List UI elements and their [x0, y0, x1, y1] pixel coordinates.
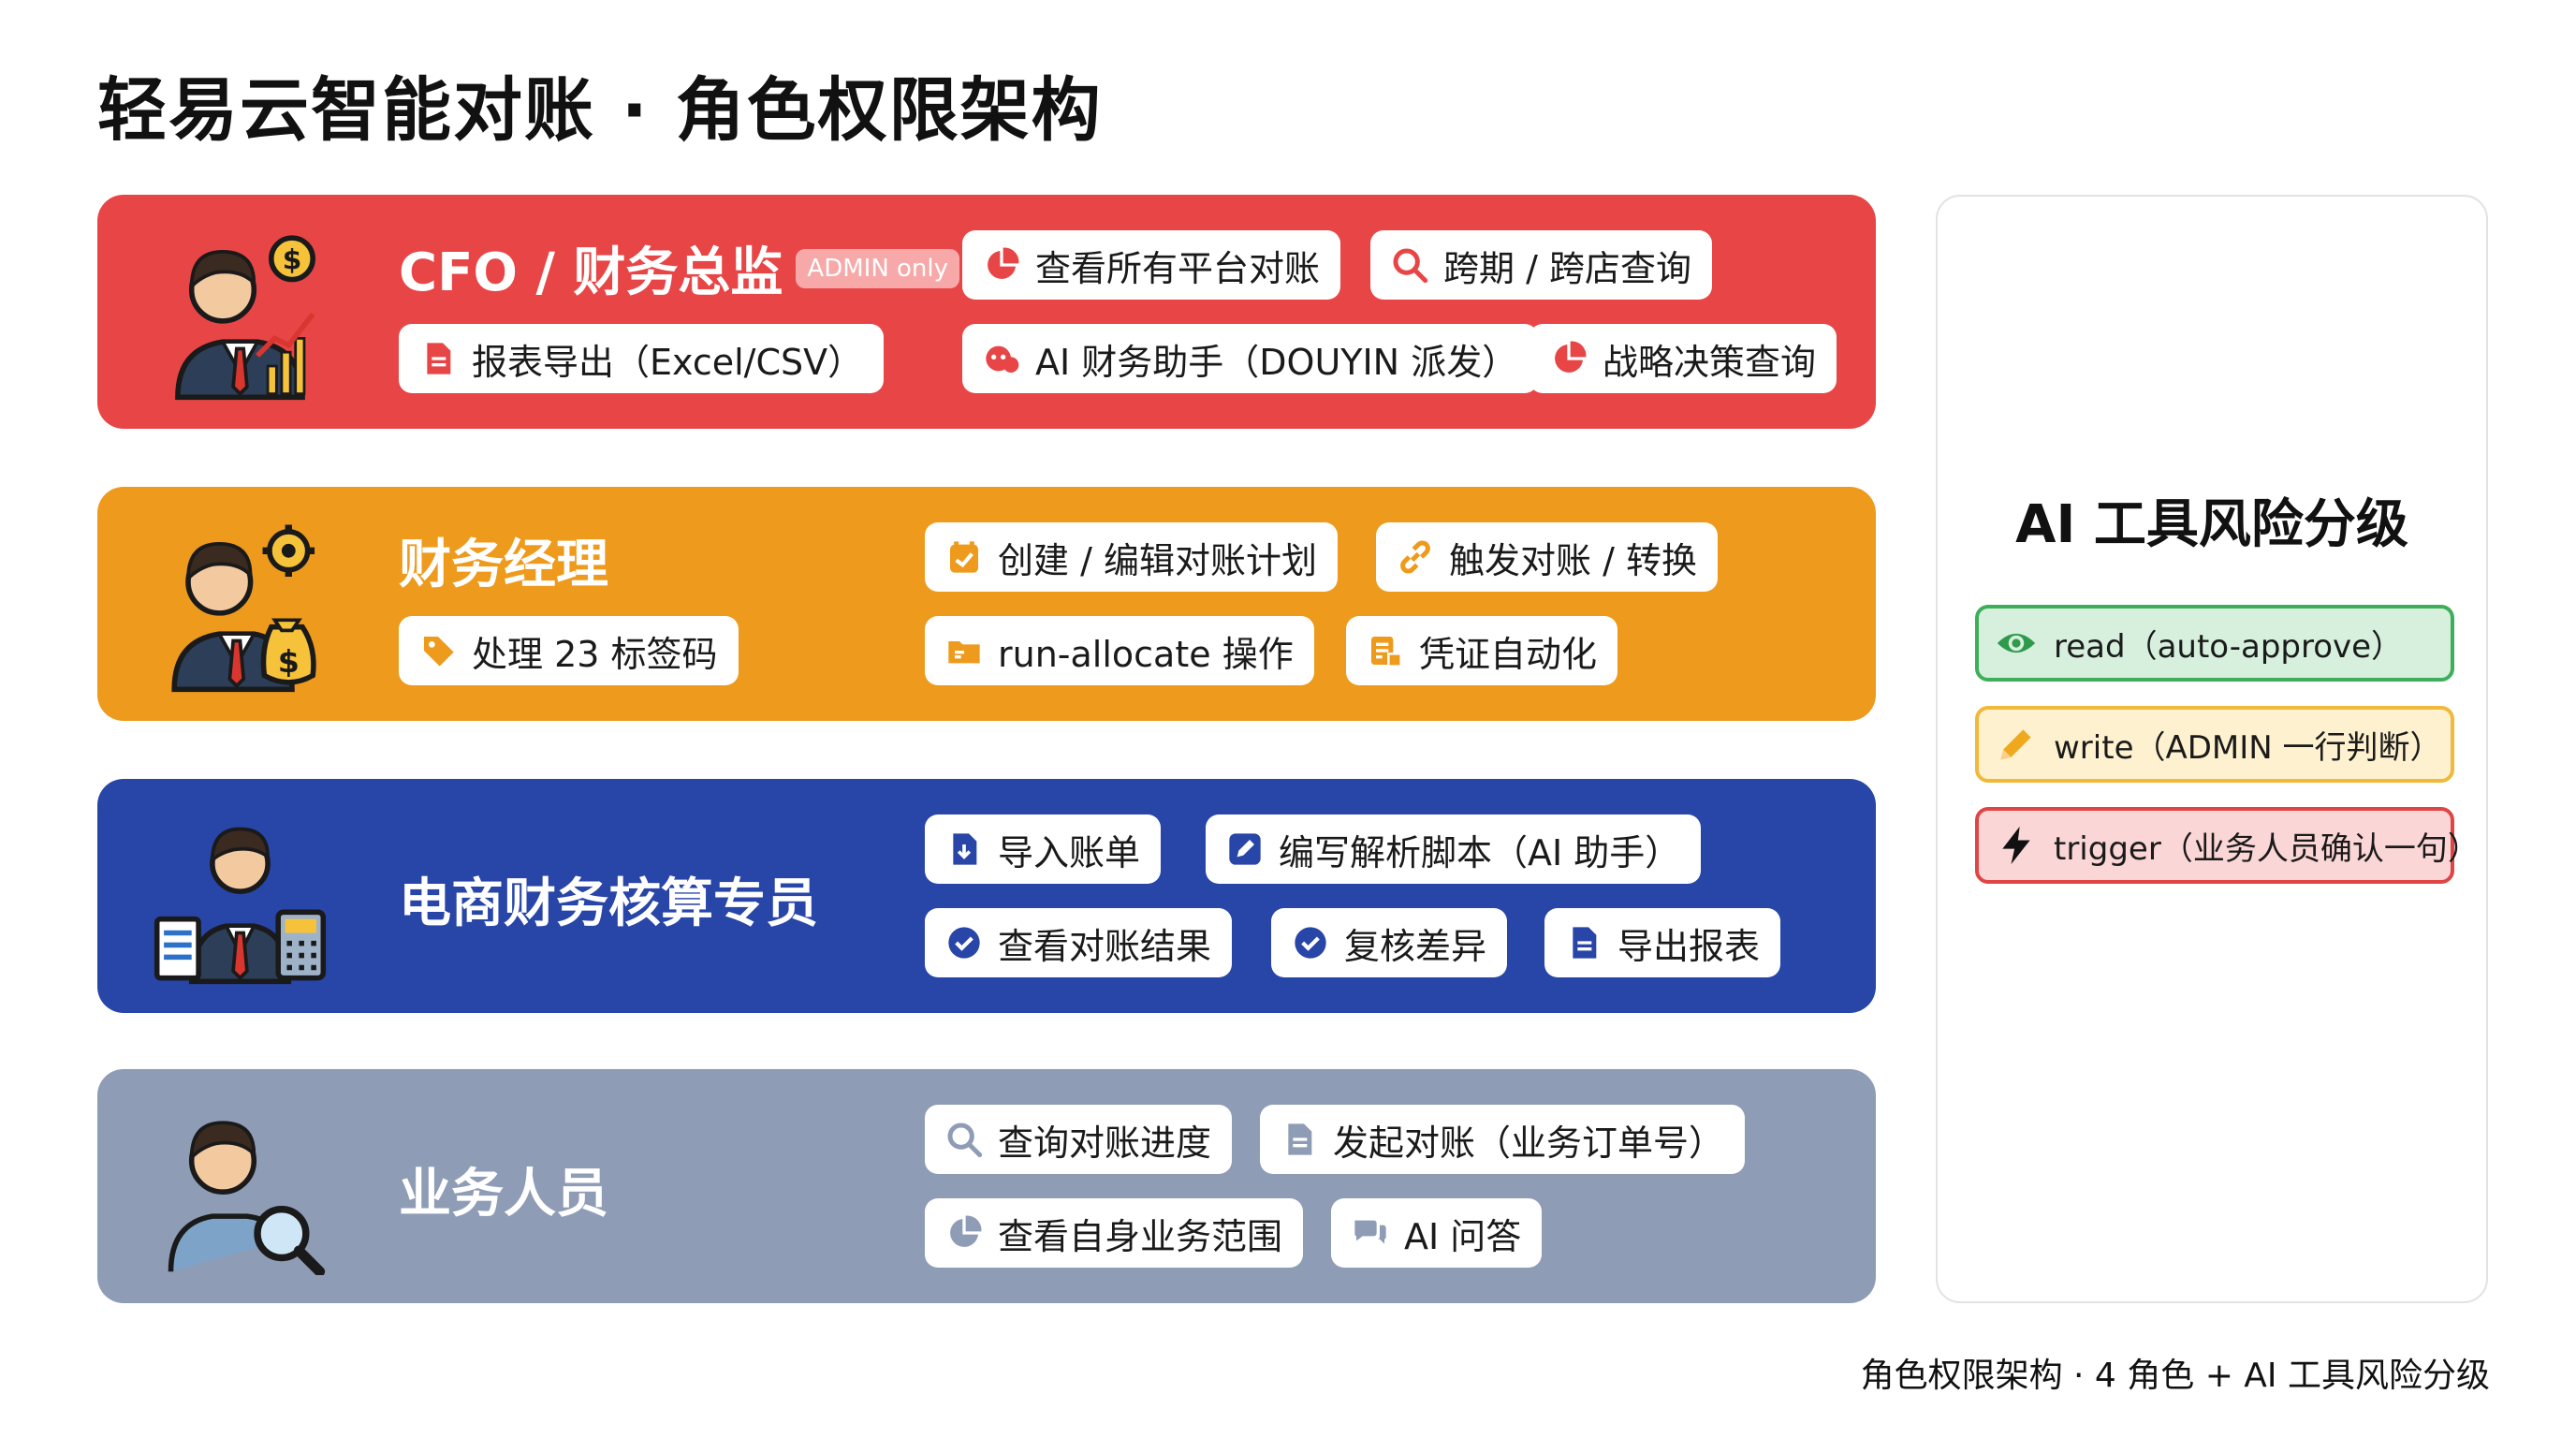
edit-icon	[1226, 830, 1264, 868]
pie-chart-icon	[945, 1214, 983, 1252]
search-icon	[945, 1121, 983, 1158]
pie-chart-icon	[983, 246, 1020, 284]
document-icon	[1565, 924, 1603, 961]
permission-view-all-platforms[interactable]: 查看所有平台对账	[962, 230, 1341, 300]
permission-import-bills[interactable]: 导入账单	[925, 814, 1162, 884]
tag-icon	[419, 632, 457, 669]
check-circle-icon	[1292, 924, 1329, 961]
document-icon	[419, 340, 457, 377]
role-card-cfo: $ CFO / 财务总监 ADMIN only 查看所有平台对账 跨期 / 跨店…	[97, 195, 1876, 429]
pencil-icon	[1996, 724, 2037, 765]
permission-export-reports[interactable]: 导出报表	[1544, 908, 1781, 977]
permission-view-results[interactable]: 查看对账结果	[925, 908, 1233, 977]
permission-handle-tag-codes[interactable]: 处理 23 标签码	[399, 616, 739, 685]
voucher-icon	[1367, 632, 1404, 669]
business-staff-avatar-icon	[168, 1121, 326, 1275]
calendar-check-icon	[945, 538, 983, 576]
permission-ai-qa[interactable]: AI 问答	[1331, 1198, 1543, 1268]
permission-ai-finance-assistant[interactable]: AI 财务助手（DOUYIN 派发）	[962, 324, 1539, 393]
page-title: 轻易云智能对账 · 角色权限架构	[97, 70, 1103, 151]
risk-level-read: read（auto-approve）	[1975, 605, 2454, 682]
document-icon	[1281, 1121, 1318, 1158]
folder-icon	[945, 632, 983, 669]
permission-initiate-reconciliation[interactable]: 发起对账（业务订单号）	[1260, 1105, 1746, 1174]
import-file-icon	[945, 830, 983, 868]
svg-text:$: $	[283, 243, 302, 275]
permission-query-progress[interactable]: 查询对账进度	[925, 1105, 1233, 1174]
footer-note: 角色权限架构 · 4 角色 + AI 工具风险分级	[1860, 1357, 2490, 1395]
permission-write-parse-script[interactable]: 编写解析脚本（AI 助手）	[1206, 814, 1702, 884]
role-name-ecommerce-accountant: 电商财务核算专员	[399, 873, 818, 934]
role-card-ecommerce-accountant: 电商财务核算专员 导入账单 编写解析脚本（AI 助手） 查看对账结果 复核差异 …	[97, 779, 1876, 1013]
link-icon	[1397, 538, 1434, 576]
role-name-finance-manager: 财务经理	[399, 535, 608, 595]
accountant-avatar-icon	[154, 827, 327, 985]
permission-review-differences[interactable]: 复核差异	[1271, 908, 1508, 977]
permission-view-own-scope[interactable]: 查看自身业务范围	[925, 1198, 1304, 1268]
role-name-business-staff: 业务人员	[399, 1164, 608, 1225]
permission-create-edit-plan[interactable]: 创建 / 编辑对账计划	[925, 522, 1338, 592]
cfo-avatar-icon: $	[175, 235, 315, 401]
permission-cross-period-query[interactable]: 跨期 / 跨店查询	[1370, 230, 1712, 300]
svg-text:$: $	[278, 643, 300, 680]
eye-icon	[1996, 623, 2037, 664]
pie-chart-icon	[1550, 340, 1588, 377]
role-card-business-staff: 业务人员 查询对账进度 发起对账（业务订单号） 查看自身业务范围 AI 问答	[97, 1069, 1876, 1303]
permission-strategic-decision-query[interactable]: 战略决策查询	[1530, 324, 1837, 393]
ai-tool-risk-panel: AI 工具风险分级 read（auto-approve） write（ADMIN…	[1936, 195, 2488, 1303]
risk-level-write: write（ADMIN 一行判断）	[1975, 706, 2454, 783]
ai-assistant-icon	[983, 340, 1020, 377]
chat-icon	[1352, 1214, 1389, 1252]
permission-run-allocate[interactable]: run-allocate 操作	[925, 616, 1314, 685]
permission-voucher-automation[interactable]: 凭证自动化	[1346, 616, 1618, 685]
lightning-icon	[1996, 825, 2037, 866]
risk-level-trigger: trigger（业务人员确认一句）	[1975, 807, 2480, 884]
check-circle-icon	[945, 924, 983, 961]
risk-panel-title: AI 工具风险分级	[2015, 494, 2408, 555]
role-card-finance-manager: $ 财务经理 创建 / 编辑对账计划 触发对账 / 转换 处理 23 标签码 r…	[97, 487, 1876, 721]
permission-trigger-reconciliation[interactable]: 触发对账 / 转换	[1376, 522, 1718, 592]
permission-report-export[interactable]: 报表导出（Excel/CSV）	[399, 324, 885, 393]
search-icon	[1391, 246, 1428, 284]
finance-manager-avatar-icon: $	[171, 524, 316, 693]
role-name-cfo: CFO / 财务总监 ADMIN only	[399, 230, 960, 306]
admin-only-badge: ADMIN only	[796, 248, 960, 288]
